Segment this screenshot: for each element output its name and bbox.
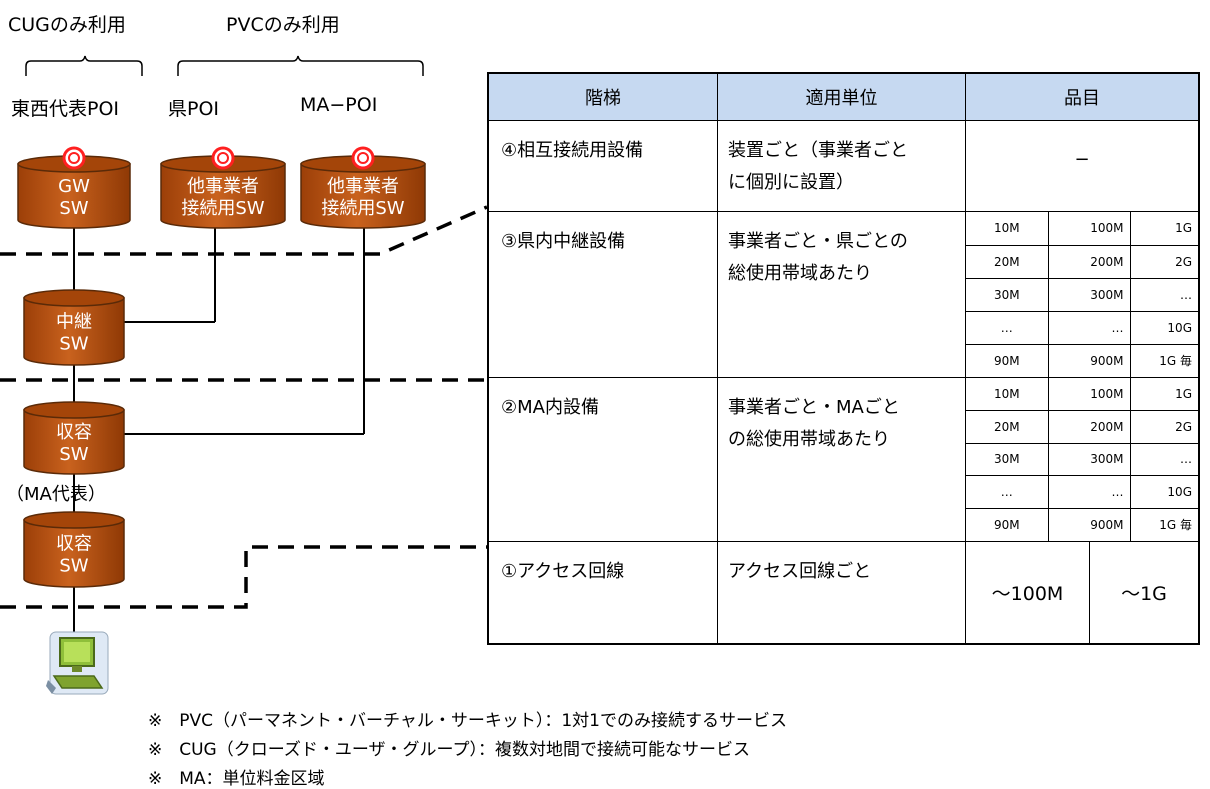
grid-cell: 10G (1129, 310, 1198, 345)
table-header: 階梯 適用単位 品目 (489, 74, 1198, 121)
poi-marker-icon (62, 146, 86, 170)
node-label: SW (59, 444, 88, 465)
unit-label: 装置ごと（事業者ごと に個別に設置） (728, 140, 908, 193)
grid-cell: 100M (1047, 212, 1131, 246)
grid-cell: 30M (966, 442, 1049, 477)
header-unit: 適用単位 (718, 74, 966, 120)
unit-label: 事業者ごと・県ごとの 総使用帯域あたり (728, 231, 908, 284)
table-row-access-line: ①アクセス回線 アクセス回線ごと 〜100M 〜1G (489, 542, 1198, 643)
tier-label: ④相互接続用設備 (501, 140, 644, 161)
tier-label: ①アクセス回線 (501, 561, 625, 582)
grid-cell: 200M (1047, 244, 1131, 279)
grid-cell: 20M (966, 410, 1049, 444)
access-item-100m: 〜100M (966, 542, 1090, 643)
grid-cell: 2G (1129, 244, 1198, 279)
node-label: 接続用SW (321, 198, 404, 219)
poi-label-ma: MA−POI (300, 94, 378, 116)
grid-cell: 900M (1047, 507, 1131, 541)
grid-cell: 2G (1129, 410, 1198, 444)
grid-cell: 1G 毎 (1129, 343, 1198, 377)
access-item-1g: 〜1G (1121, 583, 1167, 605)
connection-lines (73, 228, 365, 632)
dashed-boundaries (0, 205, 488, 609)
poi-label-ken: 県POI (168, 98, 220, 120)
node-label: SW (59, 556, 88, 577)
group-label-pvc: PVCのみ利用 (226, 14, 340, 36)
node-label: GW (58, 176, 90, 197)
grid-cell: 1G 毎 (1129, 507, 1198, 541)
note-ma: ※ MA：単位料金区域 (148, 769, 325, 789)
items-label: − (1074, 149, 1090, 170)
computer-icon (46, 631, 109, 695)
poi-marker-icon (351, 146, 375, 170)
grid-cell: 100M (1047, 378, 1131, 412)
grid-cell: … (1129, 277, 1198, 312)
grid-cell: … (966, 310, 1049, 345)
node-label: 接続用SW (181, 198, 264, 219)
grid-cell: … (1047, 310, 1131, 345)
grid-cell: … (1129, 442, 1198, 477)
header-tier: 階梯 (489, 74, 718, 120)
grid-cell: 90M (966, 507, 1049, 541)
header-items: 品目 (1064, 88, 1100, 109)
node-label: 収容 (56, 534, 92, 555)
grid-cell: 10M (966, 378, 1049, 412)
grid-cell: … (1047, 475, 1131, 509)
brace-pvc (177, 55, 424, 76)
node-label: 収容 (56, 422, 92, 443)
node-label: 他事業者 (187, 176, 259, 197)
node-label: 中継 (56, 312, 92, 333)
unit-label: アクセス回線ごと (728, 561, 872, 582)
grid-cell: 20M (966, 244, 1049, 279)
grid-cell: 10M (966, 212, 1049, 246)
grid-row: ……10G (966, 310, 1198, 345)
tier-table: 階梯 適用単位 品目 ④相互接続用設備 装置ごと（事業者ごと に個別に設置） −… (487, 72, 1200, 645)
grid-cell: 300M (1047, 277, 1131, 312)
table-row-interconnect: ④相互接続用設備 装置ごと（事業者ごと に個別に設置） − (489, 121, 1198, 212)
poi-marker-icon (211, 146, 235, 170)
grid-cell: 1G (1129, 378, 1198, 412)
grid-cell: 900M (1047, 343, 1131, 377)
tier-label: ③県内中継設備 (501, 231, 626, 252)
grid-cell: 300M (1047, 442, 1131, 477)
note-cug: ※ CUG（クローズド・ユーザ・グループ）：複数対地間で接続可能なサービス (148, 740, 751, 760)
tier-label: ②MA内設備 (501, 397, 599, 418)
grid-cell: 10G (1129, 475, 1198, 509)
grid-cell: 90M (966, 343, 1049, 377)
poi-label-tozai: 東西代表POI (11, 98, 120, 120)
node-label: 他事業者 (327, 176, 399, 197)
ma-representative-label: （MA代表） (6, 484, 106, 505)
node-label: SW (59, 198, 88, 219)
grid-cell: 200M (1047, 410, 1131, 444)
node-label: SW (59, 334, 88, 355)
grid-row: ……10G (966, 475, 1198, 509)
note-pvc: ※ PVC（パーマネント・バーチャル・サーキット）：1対1でのみ接続するサービス (148, 711, 787, 731)
grid-cell: 1G (1129, 212, 1198, 246)
group-label-cug: CUGのみ利用 (8, 14, 126, 36)
grid-cell: 30M (966, 277, 1049, 312)
unit-label: 事業者ごと・MAごと の総使用帯域あたり (728, 397, 900, 450)
grid-cell: … (966, 475, 1049, 509)
brace-cug (25, 55, 143, 76)
